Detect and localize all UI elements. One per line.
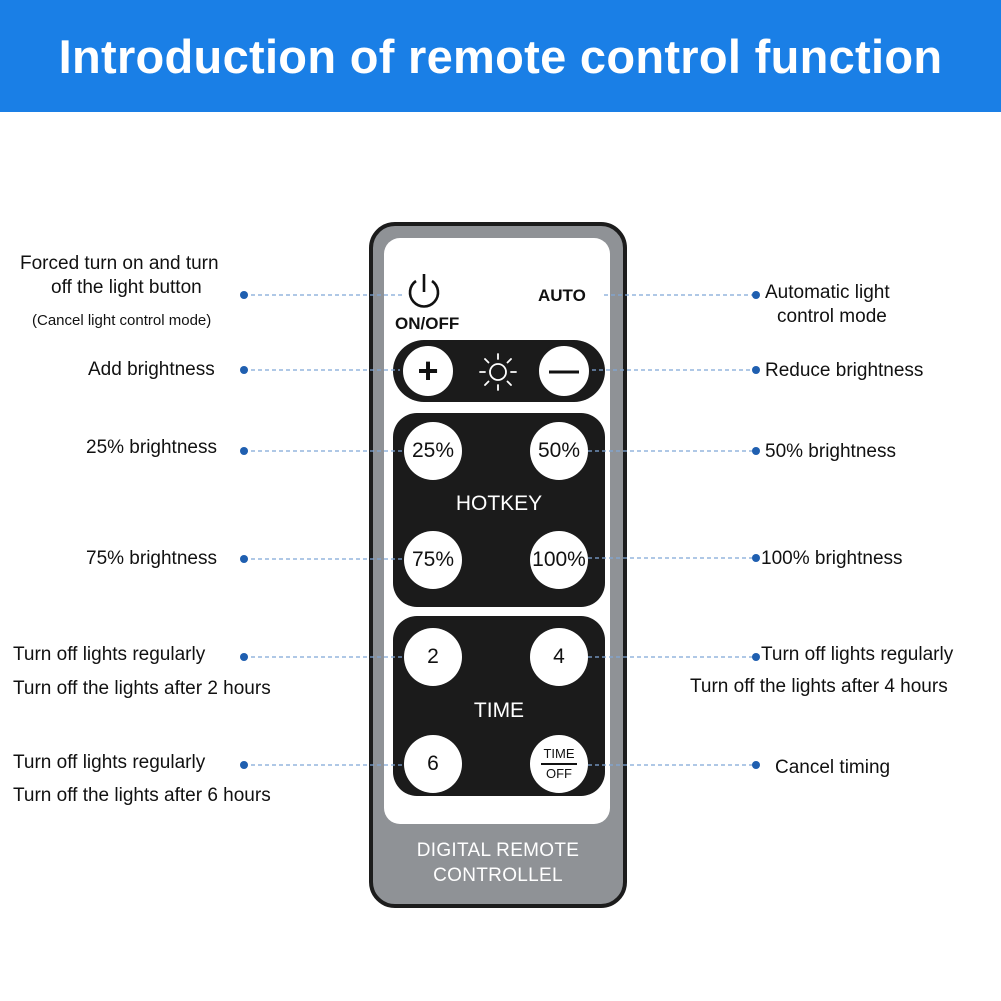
time-label: TIME <box>473 699 525 722</box>
callout-auto-line2: control mode <box>777 306 887 327</box>
leader-dot <box>240 291 248 299</box>
time-6-button[interactable]: 6 <box>404 735 462 793</box>
callout-time4-line2: Turn off the lights after 4 hours <box>690 676 948 697</box>
sun-icon <box>479 353 517 391</box>
callout-75-brightness: 75% brightness <box>86 548 217 569</box>
leader-dot <box>240 366 248 374</box>
leader-dot <box>752 761 760 769</box>
leader-dot <box>240 555 248 563</box>
callout-time2-line1: Turn off lights regularly <box>13 644 206 665</box>
leader-dot <box>240 447 248 455</box>
brand-line-2: CONTROLLEL <box>433 865 563 886</box>
page-title: Introduction of remote control function <box>58 29 943 83</box>
callout-reduce-brightness: Reduce brightness <box>765 360 924 381</box>
leader-dot <box>752 291 760 299</box>
brand-line-1: DIGITAL REMOTE <box>416 840 580 861</box>
leader-dot <box>752 366 760 374</box>
hotkey-25-button[interactable]: 25% <box>404 422 462 480</box>
leader-dot <box>240 653 248 661</box>
time-4-button[interactable]: 4 <box>530 628 588 686</box>
leader-dot <box>752 554 760 562</box>
callout-onoff-note: (Cancel light control mode) <box>32 312 212 329</box>
hotkey-100-button[interactable]: 100% <box>530 531 588 589</box>
on-off-label: ON/OFF <box>395 314 460 333</box>
time-2-button[interactable]: 2 <box>404 628 462 686</box>
callout-time4-line1: Turn off lights regularly <box>761 644 954 665</box>
leader-dot <box>240 761 248 769</box>
leader-dot <box>752 447 760 455</box>
callout-25-brightness: 25% brightness <box>86 437 217 458</box>
time-off-button[interactable]: TIME OFF <box>530 735 588 793</box>
callout-add-brightness: Add brightness <box>88 359 215 380</box>
time-off-top: TIME <box>543 746 575 761</box>
hotkey-label: HOTKEY <box>455 492 543 515</box>
callout-auto-line1: Automatic light <box>765 282 890 303</box>
callout-time6-line2: Turn off the lights after 6 hours <box>13 785 271 806</box>
callout-time2-line2: Turn off the lights after 2 hours <box>13 678 271 699</box>
callout-onoff-line2: off the light button <box>51 277 202 298</box>
callout-100-brightness: 100% brightness <box>761 548 903 569</box>
auto-button[interactable]: AUTO <box>538 286 586 305</box>
callout-cancel-timing: Cancel timing <box>775 757 891 778</box>
add-brightness-button[interactable]: + <box>400 343 456 399</box>
leader-dot <box>752 653 760 661</box>
power-icon[interactable] <box>404 272 444 312</box>
hotkey-50-button[interactable]: 50% <box>530 422 588 480</box>
hotkey-75-button[interactable]: 75% <box>404 531 462 589</box>
time-off-divider <box>541 763 577 765</box>
callout-onoff-line1: Forced turn on and turn <box>20 253 219 274</box>
time-off-bottom: OFF <box>546 766 572 781</box>
callout-50-brightness: 50% brightness <box>765 441 896 462</box>
title-banner: Introduction of remote control function <box>0 0 1001 112</box>
reduce-brightness-button[interactable]: — <box>536 343 592 399</box>
remote-brand-text: DIGITAL REMOTE CONTROLLEL <box>369 838 627 888</box>
callout-time6-line1: Turn off lights regularly <box>13 752 206 773</box>
